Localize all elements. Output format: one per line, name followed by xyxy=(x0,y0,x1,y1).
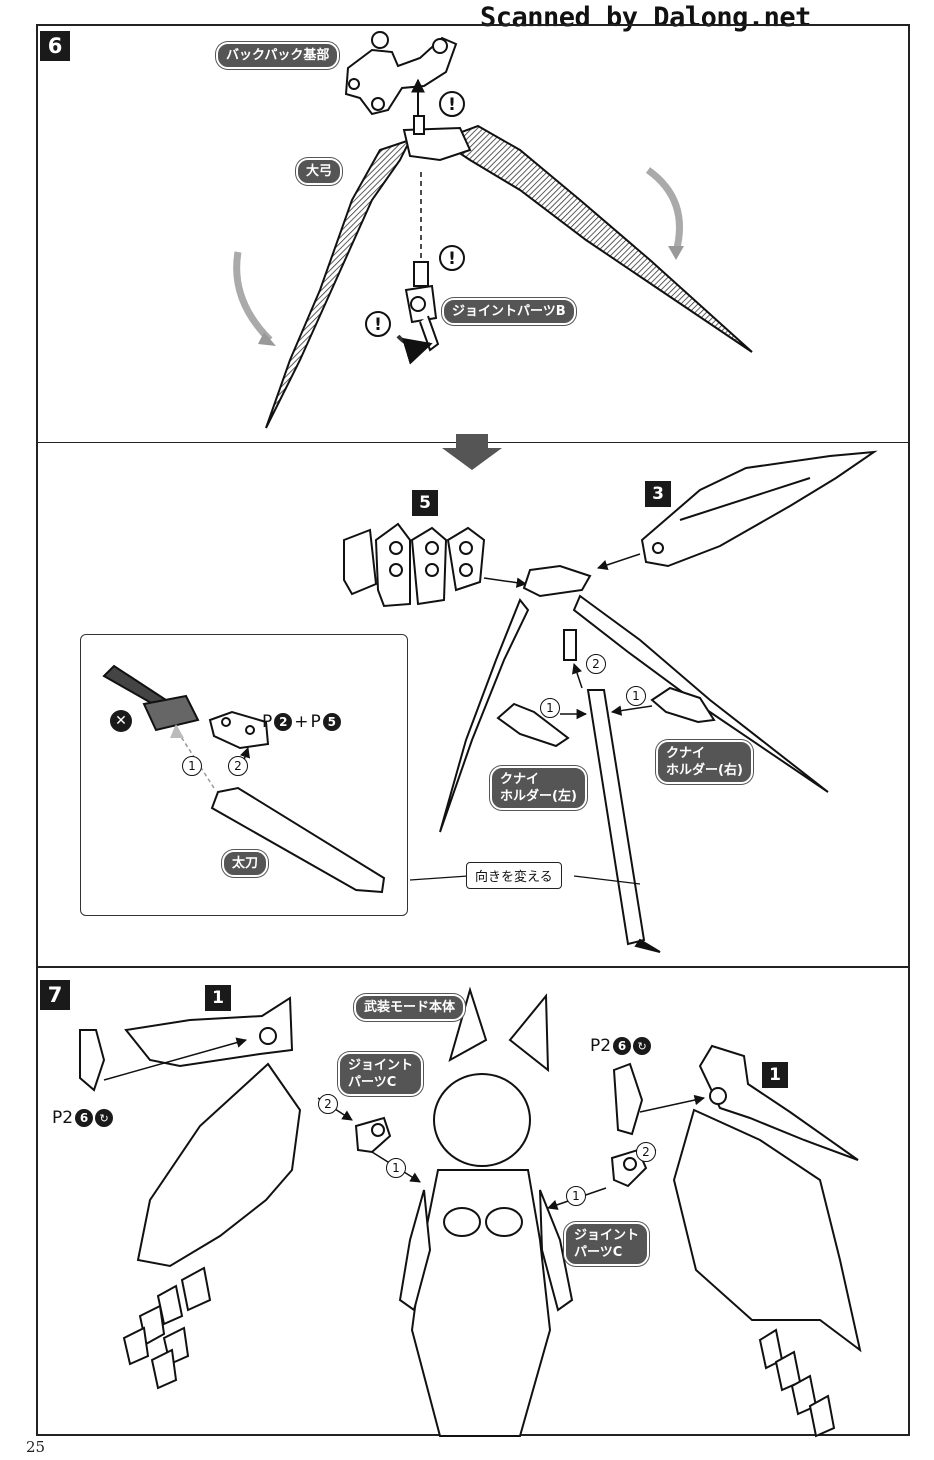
bow-unfolded-drawing xyxy=(439,564,829,953)
step7-ref-1-left-badge: 1 xyxy=(205,985,231,1011)
joint-c-right-label: ジョイント パーツC xyxy=(564,1222,650,1266)
step7-step-2-left: 2 xyxy=(318,1094,338,1114)
bow-label: 大弓 xyxy=(296,158,343,185)
ref-5-badge: 5 xyxy=(412,490,438,516)
inset-part-reference: P 2 + P 5 xyxy=(262,712,341,732)
right-p2-text: P2 xyxy=(590,1036,612,1056)
middle-step-2: 2 xyxy=(586,654,606,674)
inset-step-2-number: 2 xyxy=(228,756,248,776)
step7-step-2-right-number: 2 xyxy=(636,1142,656,1162)
joint-b-label: ジョイントパーツB xyxy=(442,298,576,325)
kunai-holder-left-label: クナイ ホルダー(左) xyxy=(490,766,587,810)
inset-step-1: 1 xyxy=(182,756,202,776)
middle-step-1-left-number: 1 xyxy=(540,698,560,718)
right-p2-number: 6 xyxy=(613,1037,632,1055)
right-wing-drawing xyxy=(672,1044,862,1438)
inset-ng-mark: ✕ xyxy=(110,710,132,732)
joint-c-right-drawing xyxy=(610,1148,648,1188)
page-number: 25 xyxy=(26,1438,46,1456)
middle-step-1-right-number: 1 xyxy=(626,686,646,706)
step7-step-1-left-number: 1 xyxy=(386,1158,406,1178)
backpack-base-part xyxy=(344,31,458,116)
middle-step-2-number: 2 xyxy=(586,654,606,674)
bow-right-limb xyxy=(437,124,753,353)
step7-ref-1-right-badge: 1 xyxy=(762,1062,788,1088)
change-direction-label: 向きを変える xyxy=(466,862,562,889)
joint-c-left-label: ジョイント パーツC xyxy=(338,1052,424,1096)
joint-part-b-drawing xyxy=(404,261,440,352)
inset-step-2: 2 xyxy=(228,756,248,776)
part-ref-plus: + xyxy=(294,712,309,732)
bow-attachment-drawing xyxy=(640,450,878,568)
ng-icon: ✕ xyxy=(110,710,132,732)
part-ref-num-2: 5 xyxy=(322,713,341,731)
left-p2-number: 6 xyxy=(75,1109,94,1127)
bow-center-hub xyxy=(402,126,472,162)
tachi-label: 太刀 xyxy=(222,850,269,877)
step-7-badge: 7 xyxy=(40,980,70,1010)
right-clip-drawing xyxy=(612,1062,644,1136)
tachi-inset-drawing xyxy=(102,664,386,894)
backpack-base-label: バックパック基部 xyxy=(216,42,340,69)
bow-left-limb xyxy=(265,138,412,429)
alert-1-icon: ! xyxy=(448,95,456,115)
step7-step-1-right-number: 1 xyxy=(566,1186,586,1206)
part-ref-num-1: 2 xyxy=(274,713,293,731)
left-part-ref: P2 6 ↻ xyxy=(52,1108,114,1128)
rotate-icon: ↻ xyxy=(633,1037,652,1055)
kunai-holder-right-label: クナイ ホルダー(右) xyxy=(656,740,753,784)
armed-body-label: 武装モード本体 xyxy=(354,994,466,1021)
part-ref-p-1: P xyxy=(262,712,273,732)
joint-c-left-drawing xyxy=(354,1116,392,1154)
left-clip-drawing xyxy=(79,1029,106,1092)
step-6-frame xyxy=(36,24,910,444)
tachi-inset-box xyxy=(80,634,408,916)
step7-step-2-right: 2 xyxy=(636,1142,656,1162)
left-wing-drawing xyxy=(122,996,302,1390)
right-part-ref: P2 6 ↻ xyxy=(590,1036,652,1056)
step7-step-1-right: 1 xyxy=(566,1186,586,1206)
middle-step-1-right: 1 xyxy=(626,686,646,706)
step7-step-1-left: 1 xyxy=(386,1158,406,1178)
alert-3-icon: ! xyxy=(374,315,382,335)
down-arrow-icon xyxy=(442,434,502,470)
inset-step-1-number: 1 xyxy=(182,756,202,776)
kunai-holder-drawings xyxy=(496,686,716,748)
armed-body-drawing xyxy=(398,986,574,1437)
kunai-set-drawing xyxy=(343,522,486,608)
alert-2-icon: ! xyxy=(448,249,456,269)
part-ref-p-2: P xyxy=(310,712,321,732)
left-p2-text: P2 xyxy=(52,1108,74,1128)
step7-step-2-left-number: 2 xyxy=(318,1094,338,1114)
watermark: Scanned by Dalong.net xyxy=(480,2,811,33)
step-6-badge: 6 xyxy=(40,31,70,61)
middle-step-1-left: 1 xyxy=(540,698,560,718)
ref-3-badge: 3 xyxy=(645,481,671,507)
alert-icons xyxy=(365,91,465,337)
rotate-icon: ↻ xyxy=(95,1109,114,1127)
